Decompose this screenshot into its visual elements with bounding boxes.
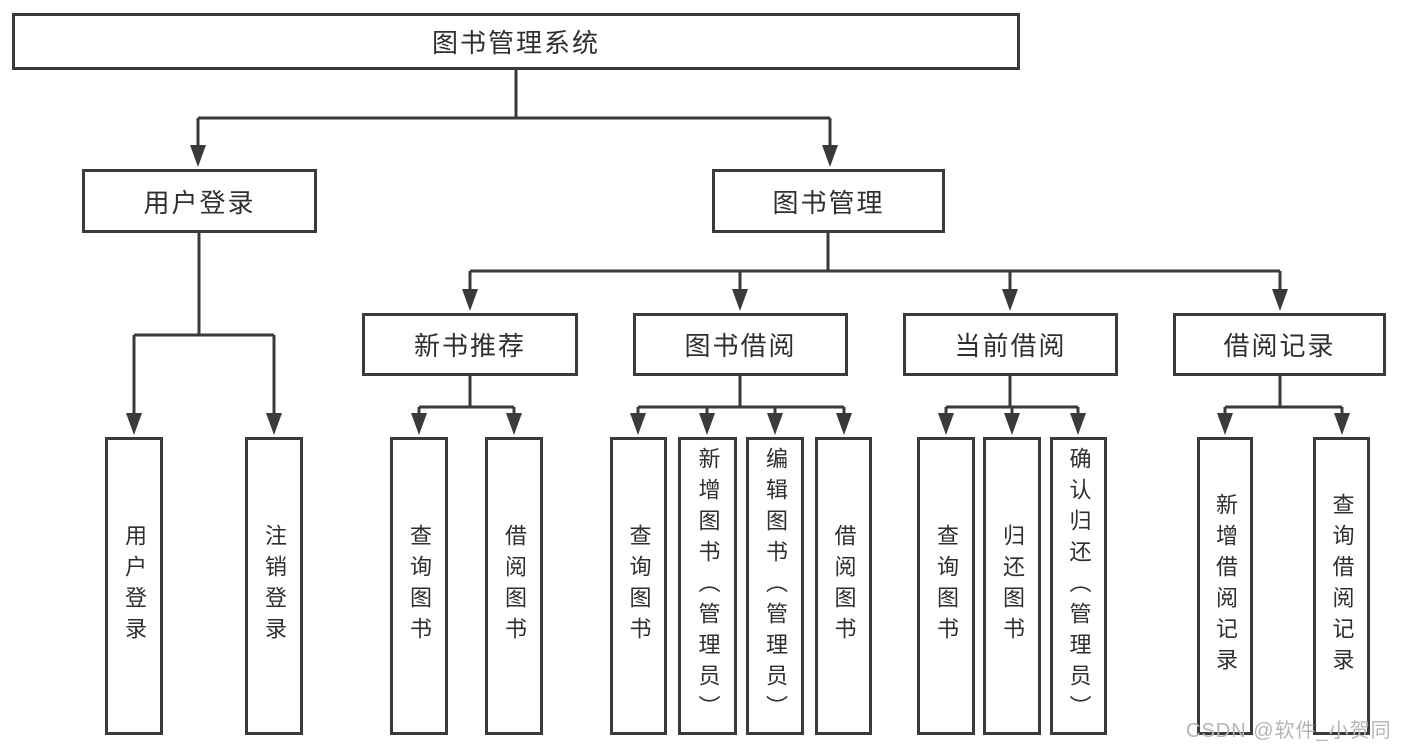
node-label: 借阅图书 [831,524,857,648]
arrowheads-level2 [190,145,838,167]
connector-recommend-to-leaves [417,376,516,416]
connector-records-to-leaves [1223,376,1344,416]
leaf-query-books-current: 查询图书 [917,437,975,735]
node-user-login: 用户登录 [82,169,317,233]
node-book-management: 图书管理 [712,169,945,233]
leaf-edit-book-admin: 编辑图书（管理员） [746,437,804,735]
node-label: 借阅图书 [502,524,527,648]
node-label: 图书管理 [772,187,885,218]
node-book-borrow: 图书借阅 [633,313,848,376]
leaf-borrow-books: 借阅图书 [815,437,872,735]
node-label: 新书推荐 [413,331,526,361]
node-label: 归还图书 [1000,524,1025,648]
node-label: 查询图书 [934,524,959,648]
connector-bookmgmt-to-level3 [468,233,1282,292]
arrowheads-leaves [126,413,1350,435]
leaf-query-books-borrow: 查询图书 [610,437,667,735]
leaf-confirm-return-admin: 确认归还（管理员） [1050,437,1107,735]
node-label: 编辑图书（管理员） [763,446,788,726]
node-label: 查询图书 [626,524,652,648]
leaf-add-borrow-record: 新增借阅记录 [1197,437,1253,735]
node-current-borrow: 当前借阅 [903,313,1118,376]
csdn-watermark: CSDN @软件_小贺同学 [1186,720,1392,742]
node-label: 借阅记录 [1223,331,1336,361]
leaf-query-borrow-record: 查询借阅记录 [1313,437,1370,735]
leaf-query-books-recommend: 查询图书 [390,437,448,735]
node-label: 查询借阅记录 [1329,493,1355,679]
node-label: 图书借阅 [684,331,797,361]
node-new-book-recommend: 新书推荐 [362,313,578,376]
node-label: 当前借阅 [954,331,1067,361]
node-label: 新增图书（管理员） [695,446,721,726]
node-borrow-records: 借阅记录 [1173,313,1386,376]
leaf-add-book-admin: 新增图书（管理员） [678,437,737,735]
node-label: 用户登录 [143,187,256,218]
connector-root-to-level2 [196,70,832,148]
node-library-system: 图书管理系统 [12,13,1020,70]
node-label: 新增借阅记录 [1213,493,1238,679]
leaf-return-book: 归还图书 [983,437,1041,735]
node-label: 查询图书 [407,524,432,648]
node-label: 确认归还（管理员） [1066,446,1092,726]
connector-userlogin-to-leaves [132,233,276,416]
node-label: 图书管理系统 [431,28,600,58]
leaf-user-login: 用户登录 [105,437,163,735]
arrowheads-level3 [462,289,1288,311]
connector-currentborrow-to-leaves [944,376,1080,416]
leaf-logout: 注销登录 [245,437,303,735]
node-label: 用户登录 [122,524,147,648]
connector-bookborrow-to-leaves [636,376,846,416]
node-label: 注销登录 [262,524,287,648]
leaf-borrow-books-recommend: 借阅图书 [485,437,543,735]
